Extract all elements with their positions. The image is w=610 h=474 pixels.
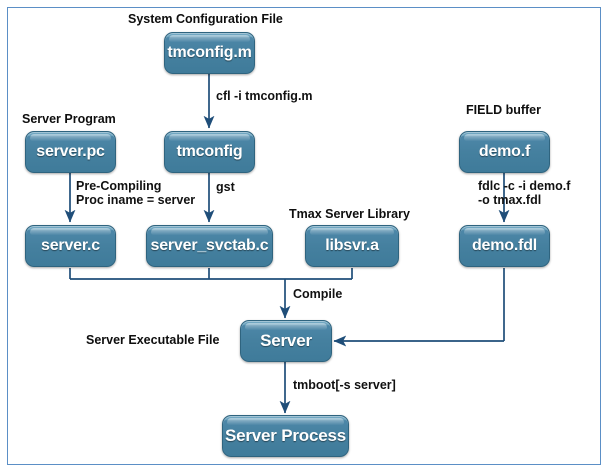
node-demo-fdl-label: demo.fdl (471, 237, 538, 254)
node-demo-fdl[interactable]: demo.fdl (459, 225, 550, 267)
node-tmconfig-m-label: tmconfig.m (167, 44, 252, 61)
node-server-c[interactable]: server.c (25, 225, 116, 267)
edge-label-fdlc: fdlc -c -i demo.f -o tmax.fdl (478, 179, 571, 207)
node-server-c-label: server.c (41, 237, 100, 254)
node-server-process[interactable]: Server Process (222, 415, 349, 457)
node-server-process-label: Server Process (224, 426, 346, 445)
node-libsvr-a-label: libsvr.a (325, 237, 379, 254)
node-tmconfig-label: tmconfig (176, 143, 243, 160)
node-tmconfig-m[interactable]: tmconfig.m (164, 32, 255, 74)
edge-label-cfl: cfl -i tmconfig.m (216, 89, 313, 104)
caption-field-buffer: FIELD buffer (466, 103, 541, 117)
edge-label-gst: gst (216, 180, 235, 195)
edge-label-cfl-line1: cfl -i tmconfig.m (216, 89, 313, 103)
edge-label-precompiling-line2: Proc iname = server (76, 192, 196, 207)
caption-server-executable-file: Server Executable File (86, 333, 220, 347)
edge-label-fdlc-line1: fdlc -c -i demo.f (478, 179, 571, 193)
edge-label-tmboot-line1: tmboot[-s server] (293, 378, 396, 392)
edge-label-tmboot: tmboot[-s server] (293, 378, 396, 393)
caption-tmax-server-library: Tmax Server Library (289, 207, 410, 221)
node-demo-f[interactable]: demo.f (459, 131, 550, 173)
caption-system-configuration-file: System Configuration File (128, 12, 283, 26)
node-tmconfig[interactable]: tmconfig (164, 131, 255, 173)
node-server-pc[interactable]: server.pc (25, 131, 116, 173)
node-server-svctab-c[interactable]: server_svctab.c (146, 225, 273, 267)
node-server[interactable]: Server (240, 320, 332, 362)
edge-label-gst-line1: gst (216, 180, 235, 194)
node-server-svctab-c-label: server_svctab.c (150, 237, 269, 254)
edge-label-precompiling-line1: Pre-Compiling (76, 179, 162, 193)
edge-label-fdlc-line2: -o tmax.fdl (478, 192, 542, 207)
edge-label-compile-line1: Compile (293, 287, 343, 301)
edge-label-compile: Compile (293, 287, 343, 302)
node-libsvr-a[interactable]: libsvr.a (305, 225, 399, 267)
node-server-label: Server (260, 331, 312, 350)
caption-server-program: Server Program (22, 112, 116, 126)
edge-label-precompiling: Pre-Compiling Proc iname = server (76, 179, 196, 207)
node-server-pc-label: server.pc (36, 143, 105, 160)
node-demo-f-label: demo.f (478, 143, 531, 160)
